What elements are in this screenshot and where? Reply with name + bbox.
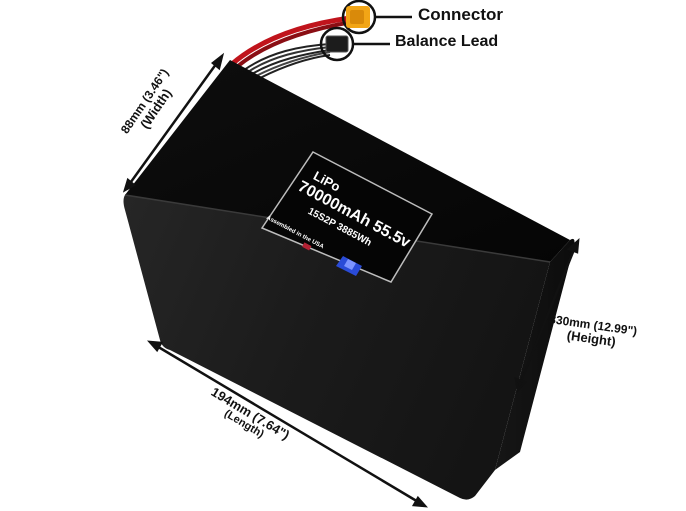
width-dimension-line <box>122 52 225 193</box>
xt-connector <box>341 0 412 35</box>
balance-lead-plug <box>319 26 390 62</box>
wire-bundle <box>230 15 353 79</box>
height-dimension-line <box>514 237 580 393</box>
usa-flag-icon <box>302 242 312 251</box>
balance-lead-callout: Balance Lead <box>395 33 499 50</box>
maxamps-logo <box>336 256 362 276</box>
connector-callout: Connector <box>418 5 503 24</box>
battery-body <box>123 60 575 500</box>
battery-label <box>260 151 434 283</box>
length-dimension-line <box>147 340 428 508</box>
